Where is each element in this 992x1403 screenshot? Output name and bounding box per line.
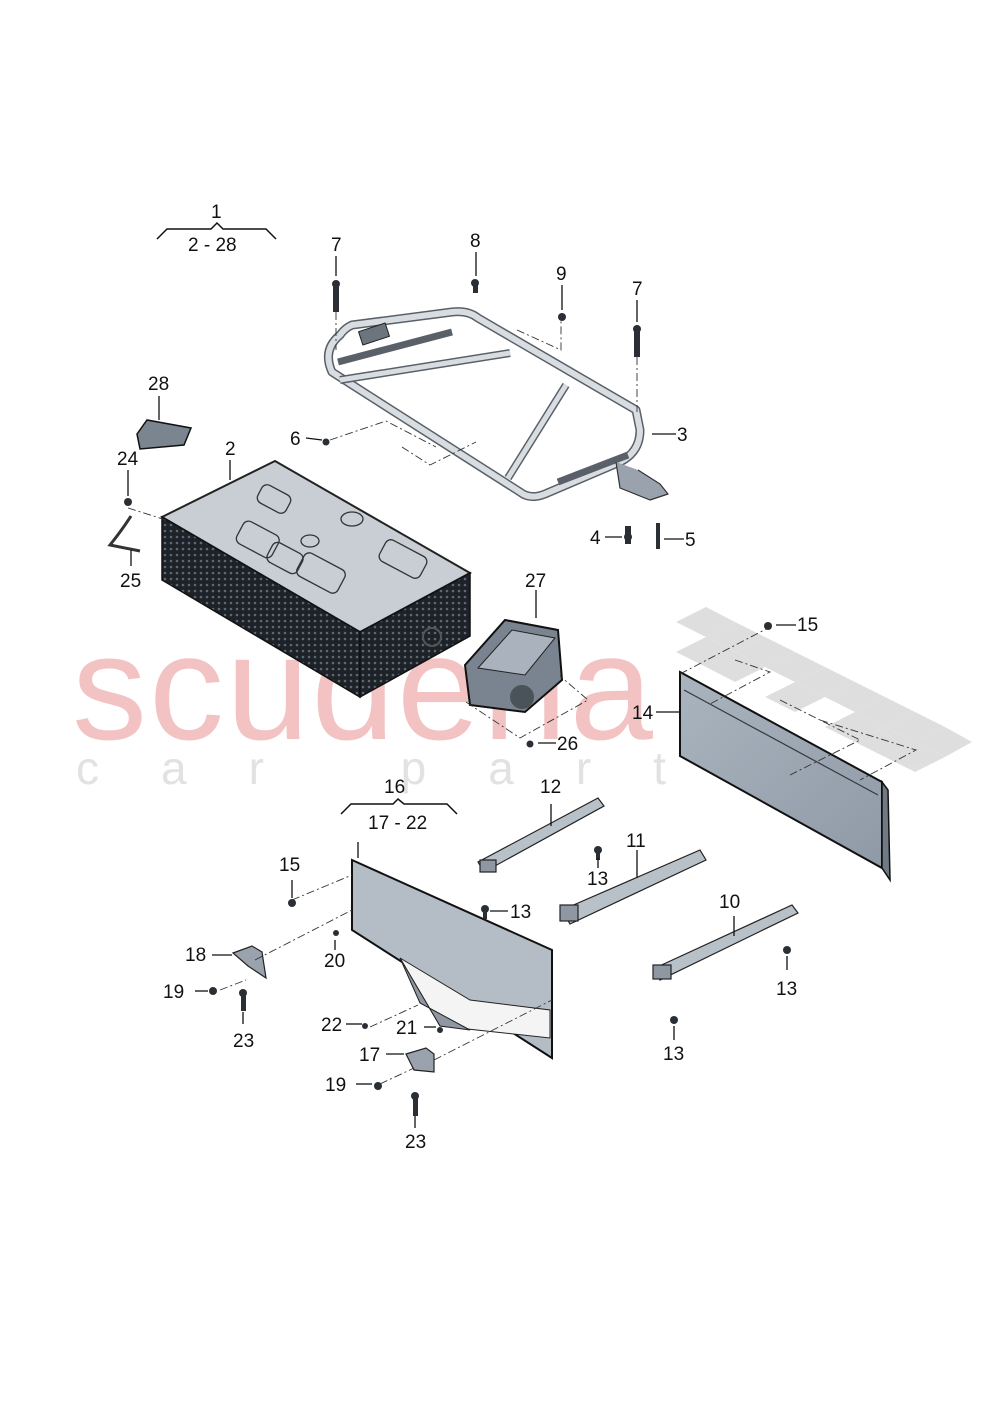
callout-15: 15 (797, 615, 819, 636)
callout-12: 12 (540, 777, 562, 798)
callout-17: 17 (359, 1045, 381, 1066)
callout-9: 9 (556, 264, 567, 285)
group-bracket-1 (156, 221, 277, 240)
checkered-flag-watermark (676, 607, 972, 772)
group-1-label: 1 (211, 202, 222, 223)
callout-23: 23 (233, 1031, 255, 1052)
part-3-battery-frame (323, 307, 669, 502)
part-10-rail (652, 904, 799, 981)
callout-22: 22 (321, 1015, 343, 1036)
callout-8: 8 (470, 231, 481, 252)
callout-28: 28 (148, 374, 170, 395)
part-28-cover (136, 419, 193, 450)
callout-13: 13 (776, 979, 798, 1000)
assembly-lines (127, 312, 918, 1085)
callout-13: 13 (510, 902, 532, 923)
callout-19: 19 (325, 1075, 347, 1096)
part-25-cable (107, 515, 141, 553)
callout-4: 4 (590, 528, 601, 549)
callout-27: 27 (525, 571, 547, 592)
callout-13: 13 (663, 1044, 685, 1065)
group-bracket-16 (340, 797, 458, 815)
part-12-rail (477, 797, 605, 873)
callout-24: 24 (117, 449, 139, 470)
part-14-side-panel (679, 670, 891, 883)
part-17-bracket (405, 1047, 435, 1073)
watermark-subtitle: car parts (76, 742, 813, 794)
callout-2: 2 (225, 439, 236, 460)
part-18-bracket (231, 945, 267, 980)
callout-18: 18 (185, 945, 207, 966)
part-16-front-panel (351, 858, 553, 1060)
callout-15: 15 (279, 855, 301, 876)
fasteners (124, 279, 791, 1116)
group-1-range: 2 - 28 (188, 235, 237, 256)
callout-3: 3 (677, 425, 688, 446)
callout-7: 7 (632, 279, 643, 300)
callout-26: 26 (557, 734, 579, 755)
callout-11: 11 (626, 831, 646, 852)
callout-6: 6 (290, 429, 301, 450)
callout-23: 23 (405, 1132, 427, 1153)
part-2-battery-module (159, 459, 473, 699)
callout-20: 20 (324, 951, 346, 972)
callout-7: 7 (331, 235, 342, 256)
group-16-range: 17 - 22 (368, 813, 428, 834)
group-16-label: 16 (384, 777, 406, 798)
part-27-control-unit (463, 618, 564, 714)
callout-25: 25 (120, 571, 142, 592)
callout-13: 13 (587, 869, 609, 890)
callout-21: 21 (396, 1018, 418, 1039)
callout-10: 10 (719, 892, 741, 913)
part-11-rail (559, 849, 707, 925)
callout-14: 14 (632, 703, 654, 724)
leader-lines (127, 252, 796, 1128)
callout-5: 5 (685, 530, 696, 551)
callout-19: 19 (163, 982, 185, 1003)
